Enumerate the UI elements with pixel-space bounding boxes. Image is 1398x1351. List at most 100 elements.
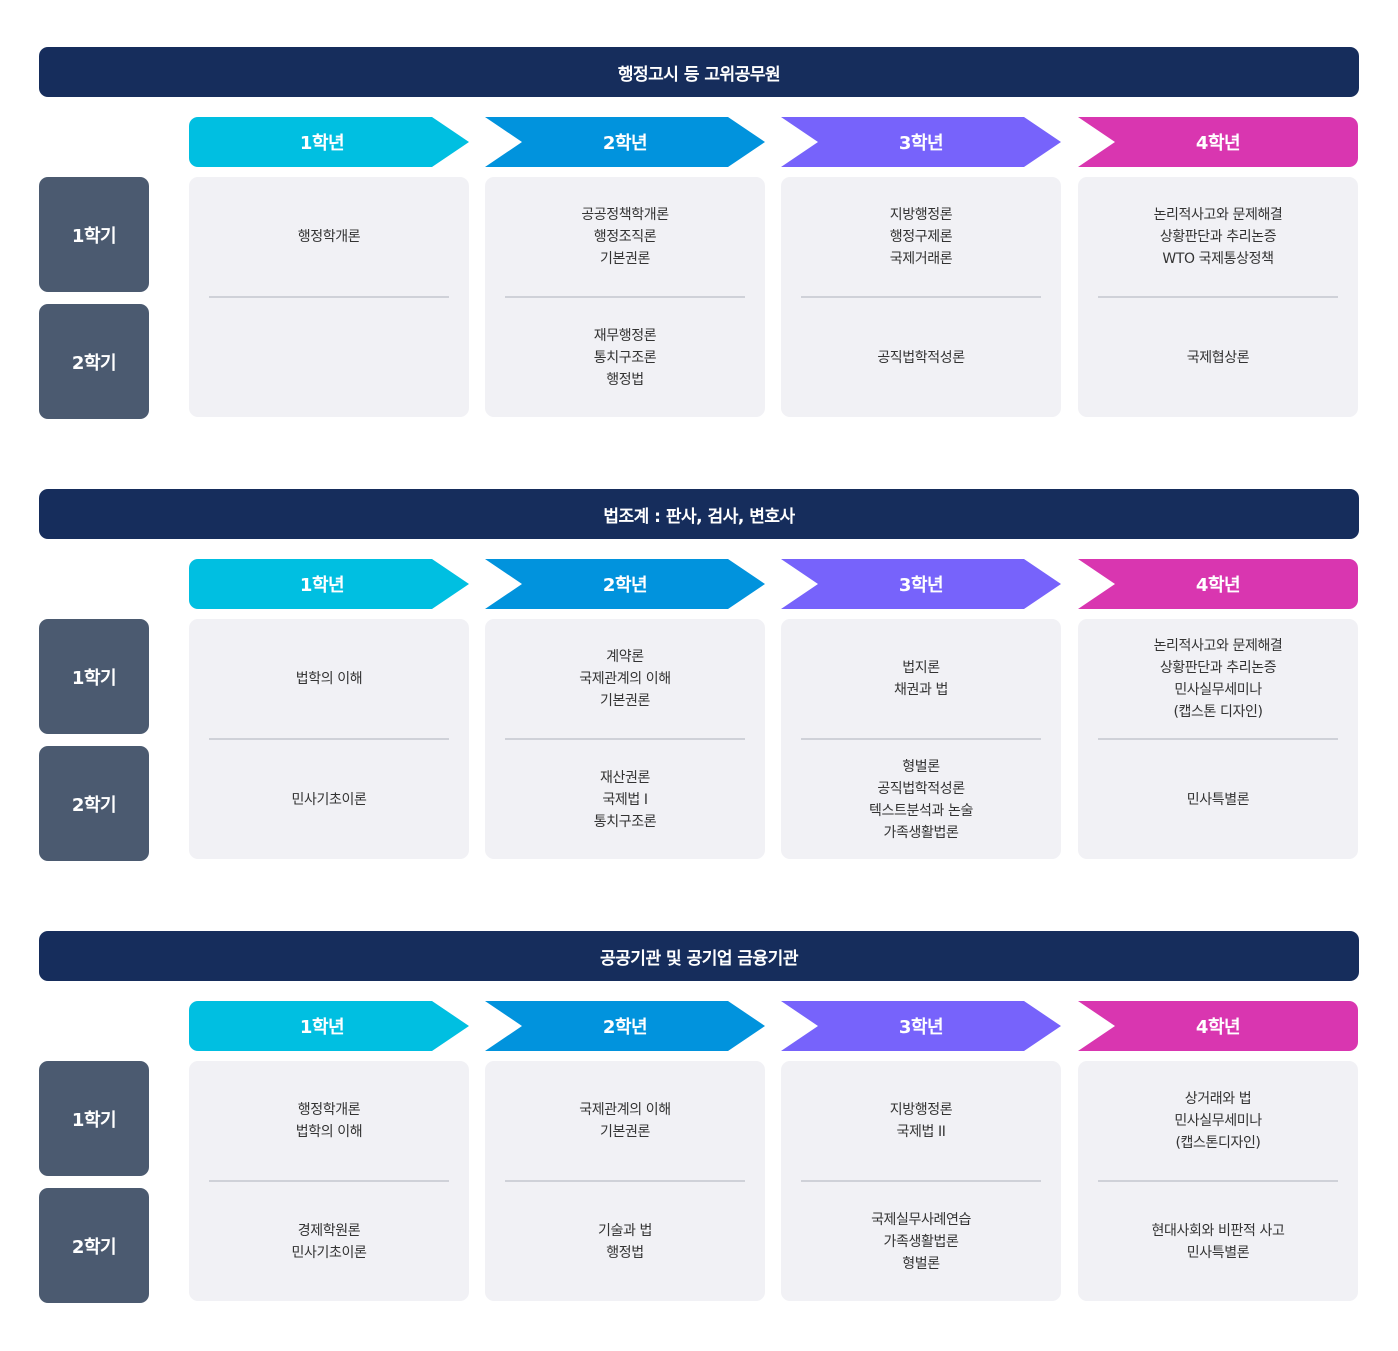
course-name: 행정법 — [606, 371, 644, 388]
semester-1-courses: 법학의 이해 — [189, 619, 469, 738]
semester-divider — [209, 1180, 449, 1182]
course-card: 행정학개론 — [189, 177, 469, 417]
semester-2-courses: 민사기초이론 — [189, 740, 469, 859]
course-name: 법지론 — [902, 659, 940, 676]
course-name: 기본권론 — [600, 692, 650, 709]
year-label: 2학년 — [602, 575, 648, 596]
semester-divider — [1098, 738, 1338, 740]
year-header-1: 1학년 — [189, 1001, 469, 1051]
course-name: 가족생활법론 — [883, 1233, 959, 1250]
semester-label-1: 1학기 — [39, 1061, 149, 1176]
semester-divider — [801, 738, 1041, 740]
course-name: 행정구제론 — [889, 228, 953, 245]
year-header-4: 4학년 — [1078, 559, 1358, 609]
track-title: 행정고시 등 고위공무원 — [39, 47, 1359, 97]
course-name: 가족생활법론 — [883, 824, 959, 841]
course-name: 공공정책학개론 — [581, 206, 669, 223]
course-name: 현대사회와 비판적 사고 — [1151, 1222, 1285, 1239]
course-name: 논리적사고와 문제해결 — [1153, 637, 1283, 654]
year-label: 3학년 — [898, 1017, 944, 1038]
year-label: 3학년 — [898, 575, 944, 596]
course-name: 지방행정론 — [889, 206, 953, 223]
year-label: 4학년 — [1195, 133, 1241, 154]
course-name: 행정법 — [606, 1244, 644, 1261]
course-name: (캡스톤디자인) — [1175, 1134, 1261, 1151]
course-name: 국제법 I — [602, 791, 648, 808]
course-name: 행정조직론 — [593, 228, 657, 245]
semester-2-courses: 공직법학적성론 — [781, 298, 1061, 417]
year-header-3: 3학년 — [781, 117, 1061, 167]
course-name: 국제거래론 — [889, 250, 953, 267]
semester-divider — [801, 1180, 1041, 1182]
course-name: 상거래와 법 — [1184, 1090, 1252, 1107]
track-title: 공공기관 및 공기업 금융기관 — [39, 931, 1359, 981]
course-name: 법학의 이해 — [295, 1123, 363, 1140]
course-name: WTO 국제통상정책 — [1162, 250, 1274, 267]
semester-divider — [505, 1180, 745, 1182]
course-name: 민사기초이론 — [291, 791, 367, 808]
track-title: 법조계 : 판사, 검사, 변호사 — [39, 489, 1359, 539]
course-name: 경제학원론 — [297, 1222, 361, 1239]
course-name: 민사실무세미나 — [1174, 681, 1262, 698]
year-header-2: 2학년 — [485, 1001, 765, 1051]
year-label: 1학년 — [299, 575, 345, 596]
year-label: 4학년 — [1195, 1017, 1241, 1038]
semester-divider — [505, 296, 745, 298]
course-name: 기술과 법 — [598, 1222, 652, 1239]
course-name: 민사특별론 — [1186, 1244, 1250, 1261]
course-name: 계약론 — [606, 648, 644, 665]
year-header-3: 3학년 — [781, 559, 1061, 609]
semester-divider — [209, 738, 449, 740]
course-name: 논리적사고와 문제해결 — [1153, 206, 1283, 223]
course-name: 통치구조론 — [593, 349, 657, 366]
year-header-4: 4학년 — [1078, 1001, 1358, 1051]
course-name: 국제법 II — [896, 1123, 946, 1140]
course-name: 기본권론 — [600, 1123, 650, 1140]
semester-2-courses: 국제협상론 — [1078, 298, 1358, 417]
year-header-3: 3학년 — [781, 1001, 1061, 1051]
course-name: 재산권론 — [600, 769, 650, 786]
course-name: 재무행정론 — [593, 327, 657, 344]
course-name: 법학의 이해 — [295, 670, 363, 687]
semester-2-courses: 민사특별론 — [1078, 740, 1358, 859]
course-name: 민사특별론 — [1186, 791, 1250, 808]
course-name: 기본권론 — [600, 250, 650, 267]
course-name: 지방행정론 — [889, 1101, 953, 1118]
semester-label-2: 2학기 — [39, 304, 149, 419]
course-name: 상황판단과 추리논증 — [1159, 228, 1277, 245]
course-name: 텍스트분석과 논술 — [869, 802, 973, 819]
course-name: 채권과 법 — [894, 681, 948, 698]
course-name: 행정학개론 — [297, 228, 361, 245]
semester-divider — [1098, 296, 1338, 298]
year-label: 3학년 — [898, 133, 944, 154]
course-name: 민사실무세미나 — [1174, 1112, 1262, 1129]
semester-divider — [505, 738, 745, 740]
course-name: 형벌론 — [902, 758, 940, 775]
course-name: (캡스톤 디자인) — [1173, 703, 1263, 720]
course-name: 상황판단과 추리논증 — [1159, 659, 1277, 676]
course-name: 국제협상론 — [1186, 349, 1250, 366]
semester-label-2: 2학기 — [39, 1188, 149, 1303]
year-header-1: 1학년 — [189, 559, 469, 609]
